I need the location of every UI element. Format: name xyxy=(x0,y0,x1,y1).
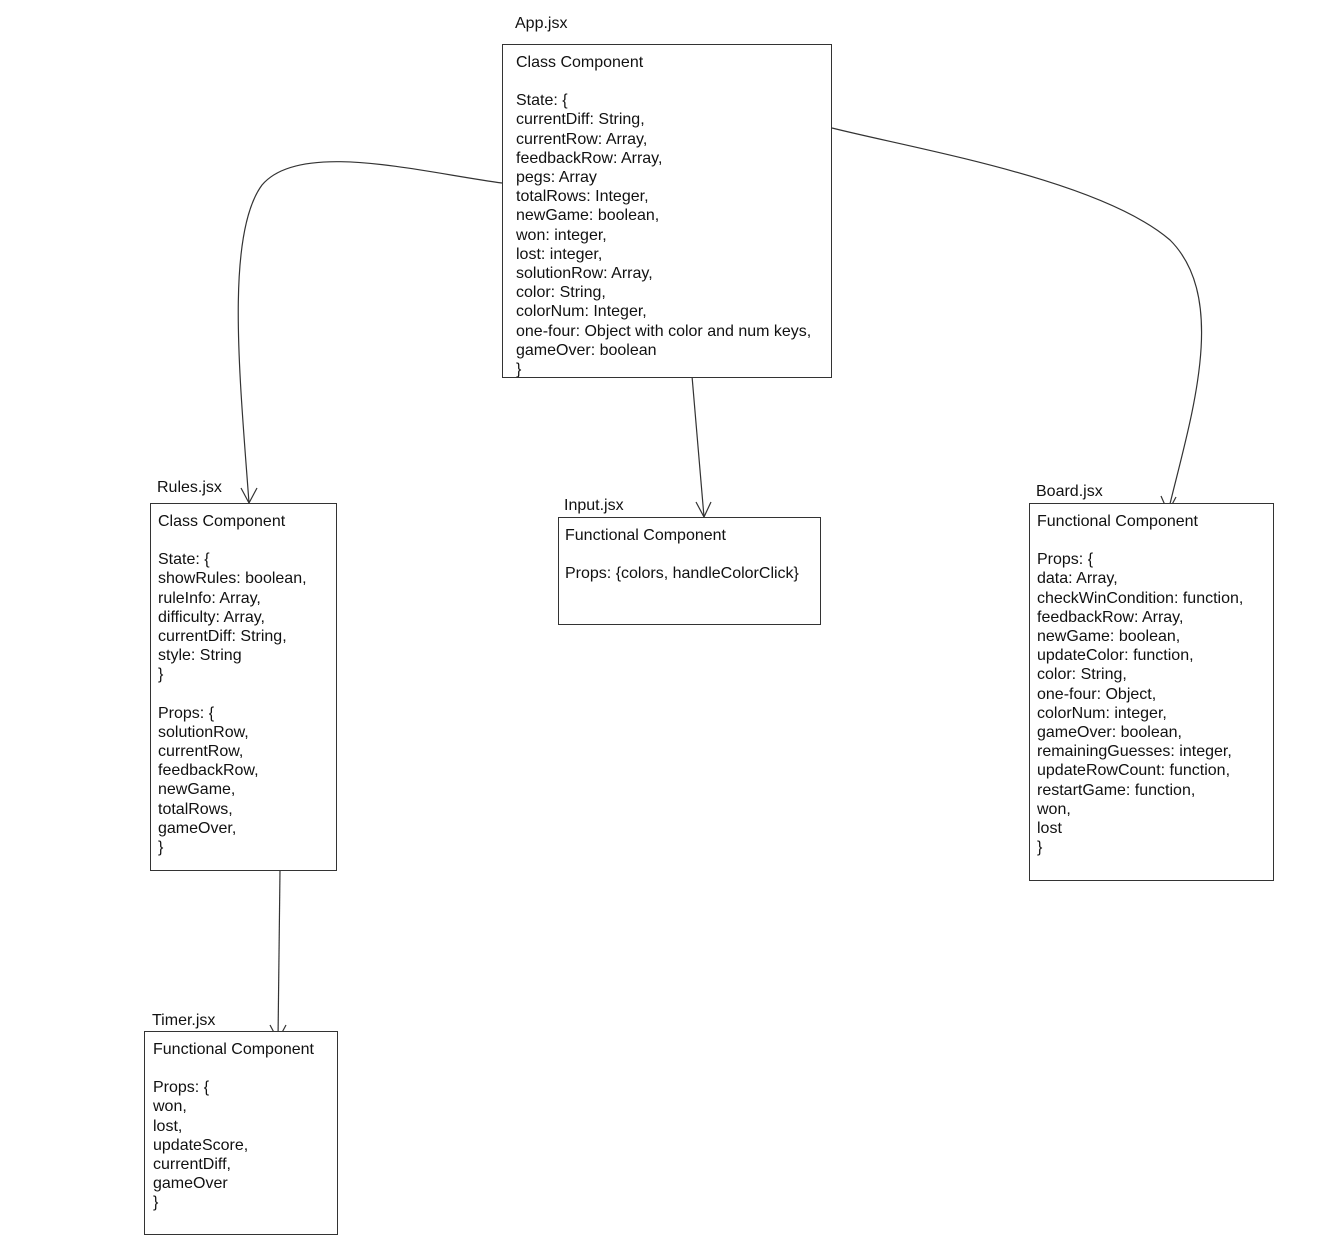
board-props-line: won, xyxy=(1037,800,1071,818)
board-props-section: Props: { data: Array, checkWinCondition:… xyxy=(1037,550,1267,857)
app-title: App.jsx xyxy=(515,15,568,32)
board-kind: Functional Component xyxy=(1037,513,1198,530)
edge-rules-timer xyxy=(277,869,281,1041)
edge-app-rules xyxy=(237,161,503,504)
rules-title: Rules.jsx xyxy=(157,479,222,496)
arrowhead-app-rules xyxy=(240,487,258,505)
input-kind: Functional Component xyxy=(565,527,726,544)
app-state-line: solutionRow: Array, xyxy=(516,265,653,283)
board-props-line: updateColor: function, xyxy=(1037,647,1194,665)
timer-props-line: won, xyxy=(153,1098,187,1116)
rules-state-close: } xyxy=(158,666,164,684)
board-props-line: checkWinCondition: function, xyxy=(1037,589,1244,607)
timer-title: Timer.jsx xyxy=(152,1012,216,1029)
edge-app-board xyxy=(831,127,1203,513)
rules-state-open: State: { xyxy=(158,551,210,569)
board-props-open: Props: { xyxy=(1037,551,1094,569)
board-props-line: colorNum: integer, xyxy=(1037,704,1167,722)
rules-state-section: State: { showRules: boolean, ruleInfo: A… xyxy=(158,550,330,684)
timer-props-line: lost, xyxy=(153,1117,183,1135)
app-state-line: currentRow: Array, xyxy=(516,130,648,148)
app-state-line: one-four: Object with color and num keys… xyxy=(516,322,812,340)
app-state-line: color: String, xyxy=(516,284,606,302)
board-title: Board.jsx xyxy=(1036,483,1103,500)
rules-state-line: showRules: boolean, xyxy=(158,570,307,588)
app-state-line: feedbackRow: Array, xyxy=(516,149,663,167)
board-props-line: updateRowCount: function, xyxy=(1037,762,1231,780)
input-props: Props: {colors, handleColorClick} xyxy=(565,565,799,583)
board-props-line: newGame: boolean, xyxy=(1037,628,1181,646)
board-props-line: data: Array, xyxy=(1037,570,1118,588)
rules-props-line: feedbackRow, xyxy=(158,762,259,780)
app-state-line: won: integer, xyxy=(516,226,607,244)
rules-props-line: solutionRow, xyxy=(158,723,249,741)
app-state-line: currentDiff: String, xyxy=(516,111,645,129)
rules-state-line: style: String xyxy=(158,647,242,665)
app-state-line: colorNum: Integer, xyxy=(516,303,647,321)
edge-app-input xyxy=(691,375,705,518)
app-state-line: newGame: boolean, xyxy=(516,207,660,225)
input-component-box: Functional Component Props: {colors, han… xyxy=(558,517,821,625)
app-state-close: } xyxy=(516,361,522,378)
app-state-section: State: { currentDiff: String, currentRow… xyxy=(516,91,825,378)
app-state-line: pegs: Array xyxy=(516,169,597,187)
app-kind: Class Component xyxy=(516,54,644,71)
rules-props-open: Props: { xyxy=(158,704,215,722)
rules-props-line: newGame, xyxy=(158,781,236,799)
app-state-line: lost: integer, xyxy=(516,245,603,263)
rules-state-line: ruleInfo: Array, xyxy=(158,589,261,607)
app-state-open: State: { xyxy=(516,92,568,110)
board-component-box: Functional Component Props: { data: Arra… xyxy=(1029,503,1274,881)
timer-component-box: Functional Component Props: { won, lost,… xyxy=(144,1031,338,1235)
timer-props-section: Props: { won, lost, updateScore, current… xyxy=(153,1078,331,1212)
timer-props-line: updateScore, xyxy=(153,1136,249,1154)
app-state-line: gameOver: boolean xyxy=(516,341,657,359)
board-props-line: remainingGuesses: integer, xyxy=(1037,743,1232,761)
rules-kind: Class Component xyxy=(158,513,286,530)
timer-props-line: currentDiff, xyxy=(153,1156,231,1174)
rules-props-section: Props: { solutionRow, currentRow, feedba… xyxy=(158,704,330,858)
board-props-close: } xyxy=(1037,839,1043,857)
app-state-line: totalRows: Integer, xyxy=(516,188,649,206)
rules-state-line: currentDiff: String, xyxy=(158,628,287,646)
board-props-line: gameOver: boolean, xyxy=(1037,724,1182,742)
timer-kind: Functional Component xyxy=(153,1041,314,1058)
rules-props-close: } xyxy=(158,839,164,857)
timer-props-open: Props: { xyxy=(153,1079,210,1097)
board-props-line: color: String, xyxy=(1037,666,1127,684)
board-props-line: lost xyxy=(1037,820,1062,838)
board-props-line: feedbackRow: Array, xyxy=(1037,608,1184,626)
rules-props-line: totalRows, xyxy=(158,800,233,818)
input-title: Input.jsx xyxy=(564,497,624,514)
timer-props-line: gameOver xyxy=(153,1175,228,1193)
rules-component-box: Class Component State: { showRules: bool… xyxy=(150,503,337,871)
rules-props-line: currentRow, xyxy=(158,743,244,761)
rules-props-line: gameOver, xyxy=(158,819,237,837)
arrowhead-app-input xyxy=(695,501,712,519)
board-props-line: restartGame: function, xyxy=(1037,781,1196,799)
app-component-box: Class Component State: { currentDiff: St… xyxy=(502,44,832,378)
timer-props-close: } xyxy=(153,1194,159,1212)
rules-state-line: difficulty: Array, xyxy=(158,608,265,626)
board-props-line: one-four: Object, xyxy=(1037,685,1157,703)
